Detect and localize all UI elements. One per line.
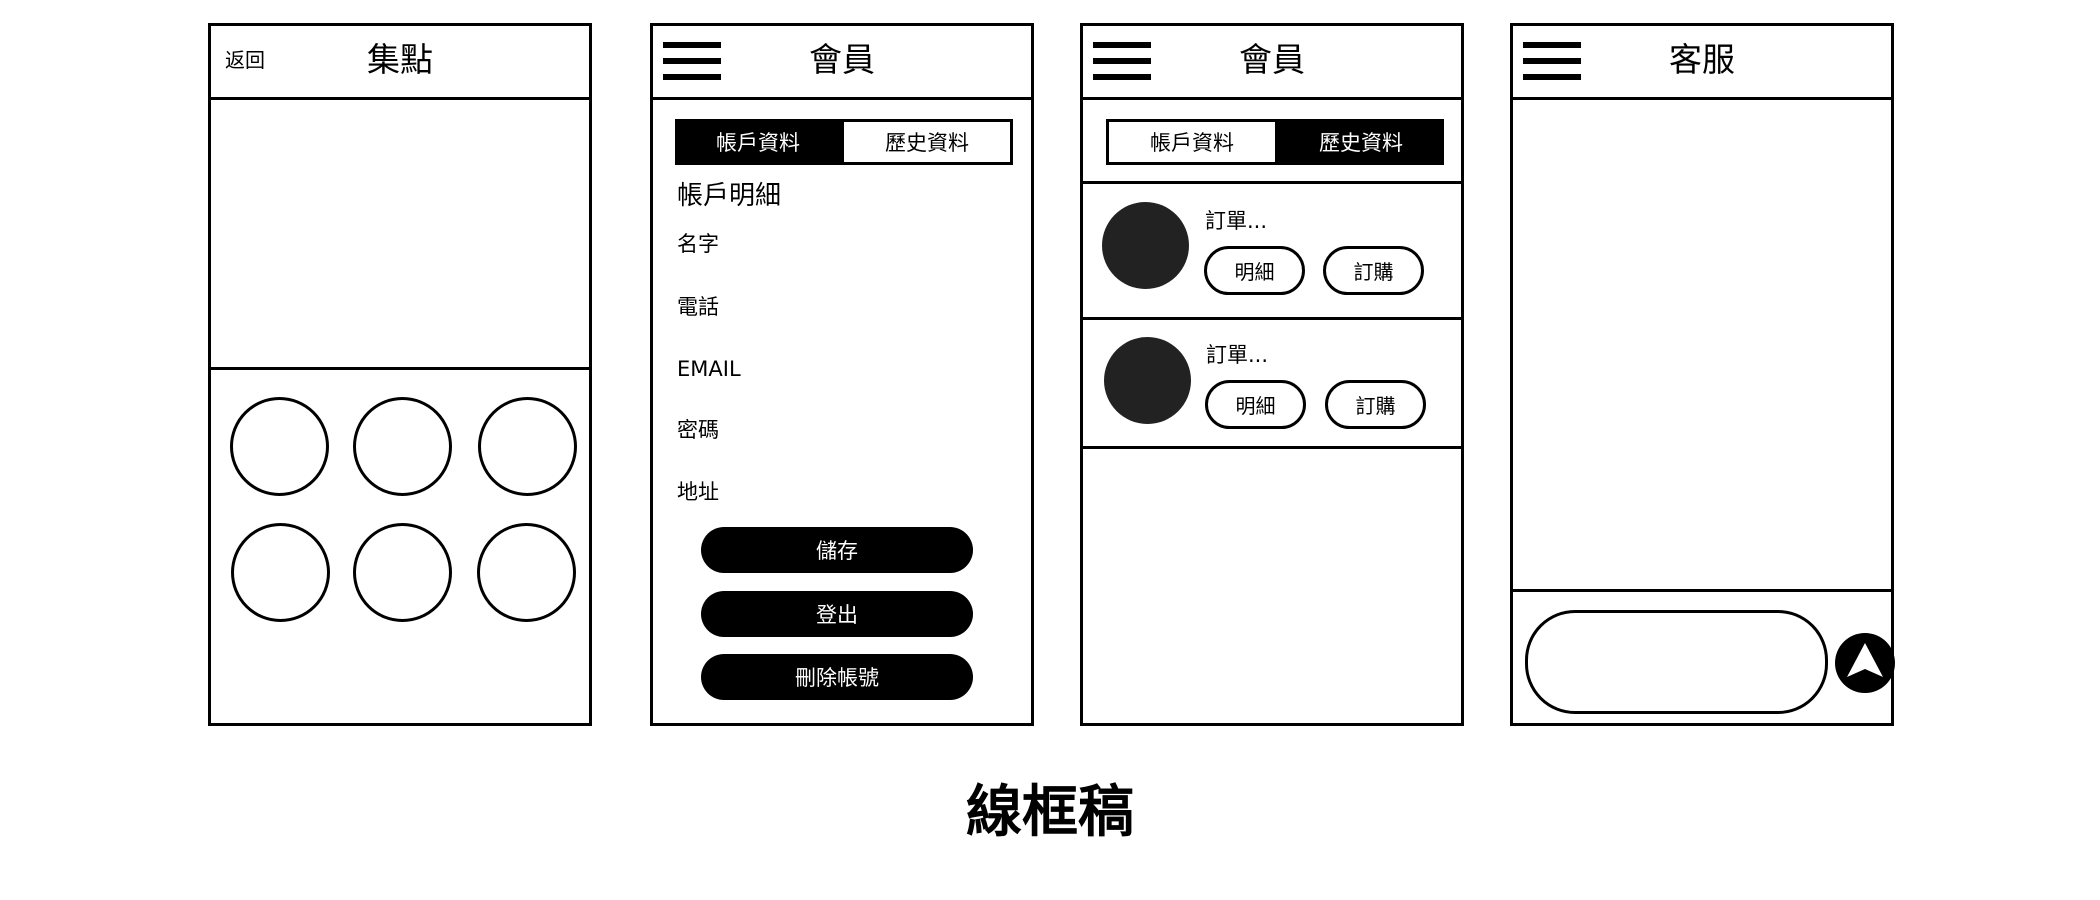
history-header: 會員	[1083, 26, 1461, 100]
point-slot[interactable]	[477, 523, 576, 622]
history-title: 會員	[1239, 40, 1305, 79]
chat-message-area	[1513, 100, 1891, 589]
tab-account[interactable]: 帳戶資料	[675, 119, 841, 165]
send-arrow-icon[interactable]	[1835, 633, 1895, 693]
chat-input-bar	[1513, 589, 1895, 723]
points-title: 集點	[367, 40, 433, 79]
order-thumbnail	[1102, 202, 1189, 289]
order-label: 訂單...	[1206, 343, 1269, 367]
order-label: 訂單...	[1205, 209, 1268, 233]
account-detail-heading: 帳戶明細	[677, 181, 782, 211]
tab-account[interactable]: 帳戶資料	[1106, 119, 1278, 165]
tab-history[interactable]: 歷史資料	[841, 119, 1013, 165]
logout-button[interactable]: 登出	[701, 591, 973, 637]
point-slot[interactable]	[353, 397, 452, 496]
support-header: 客服	[1513, 26, 1891, 100]
order-reorder-button[interactable]: 訂購	[1323, 246, 1424, 295]
points-header: 返回 集點	[211, 26, 589, 100]
account-title: 會員	[809, 40, 875, 79]
support-title: 客服	[1669, 40, 1735, 79]
hamburger-icon[interactable]	[1093, 40, 1151, 82]
history-screen: 會員 帳戶資料 歷史資料 訂單... 明細 訂購 訂單... 明細 訂購	[1080, 23, 1464, 726]
points-banner-placeholder	[211, 100, 589, 370]
order-detail-button[interactable]: 明細	[1205, 380, 1306, 429]
account-tabs: 帳戶資料 歷史資料	[675, 119, 1013, 165]
back-button[interactable]: 返回	[225, 48, 265, 72]
wireframe-caption: 線框稿	[966, 780, 1134, 845]
email-field-label: EMAIL	[677, 357, 741, 381]
hamburger-icon[interactable]	[1523, 40, 1581, 82]
hamburger-icon[interactable]	[663, 40, 721, 82]
name-field-label: 名字	[677, 232, 719, 256]
points-screen: 返回 集點	[208, 23, 592, 726]
order-row: 訂單... 明細 訂購	[1083, 317, 1461, 449]
point-slot[interactable]	[478, 397, 577, 496]
tab-history[interactable]: 歷史資料	[1278, 119, 1444, 165]
order-reorder-button[interactable]: 訂購	[1325, 380, 1426, 429]
point-slot[interactable]	[231, 523, 330, 622]
history-tabs: 帳戶資料 歷史資料	[1106, 119, 1444, 165]
order-detail-button[interactable]: 明細	[1204, 246, 1305, 295]
address-field-label: 地址	[677, 480, 719, 504]
account-header: 會員	[653, 26, 1031, 100]
phone-field-label: 電話	[677, 295, 719, 319]
order-row: 訂單... 明細 訂購	[1083, 181, 1461, 317]
save-button[interactable]: 儲存	[701, 527, 973, 573]
point-slot[interactable]	[353, 523, 452, 622]
point-slot[interactable]	[230, 397, 329, 496]
password-field-label: 密碼	[677, 418, 719, 442]
delete-account-button[interactable]: 刪除帳號	[701, 654, 973, 700]
account-screen: 會員 帳戶資料 歷史資料 帳戶明細 名字 電話 EMAIL 密碼 地址 儲存 登…	[650, 23, 1034, 726]
order-thumbnail	[1104, 337, 1191, 424]
chat-message-input[interactable]	[1525, 610, 1828, 714]
support-screen: 客服	[1510, 23, 1895, 726]
